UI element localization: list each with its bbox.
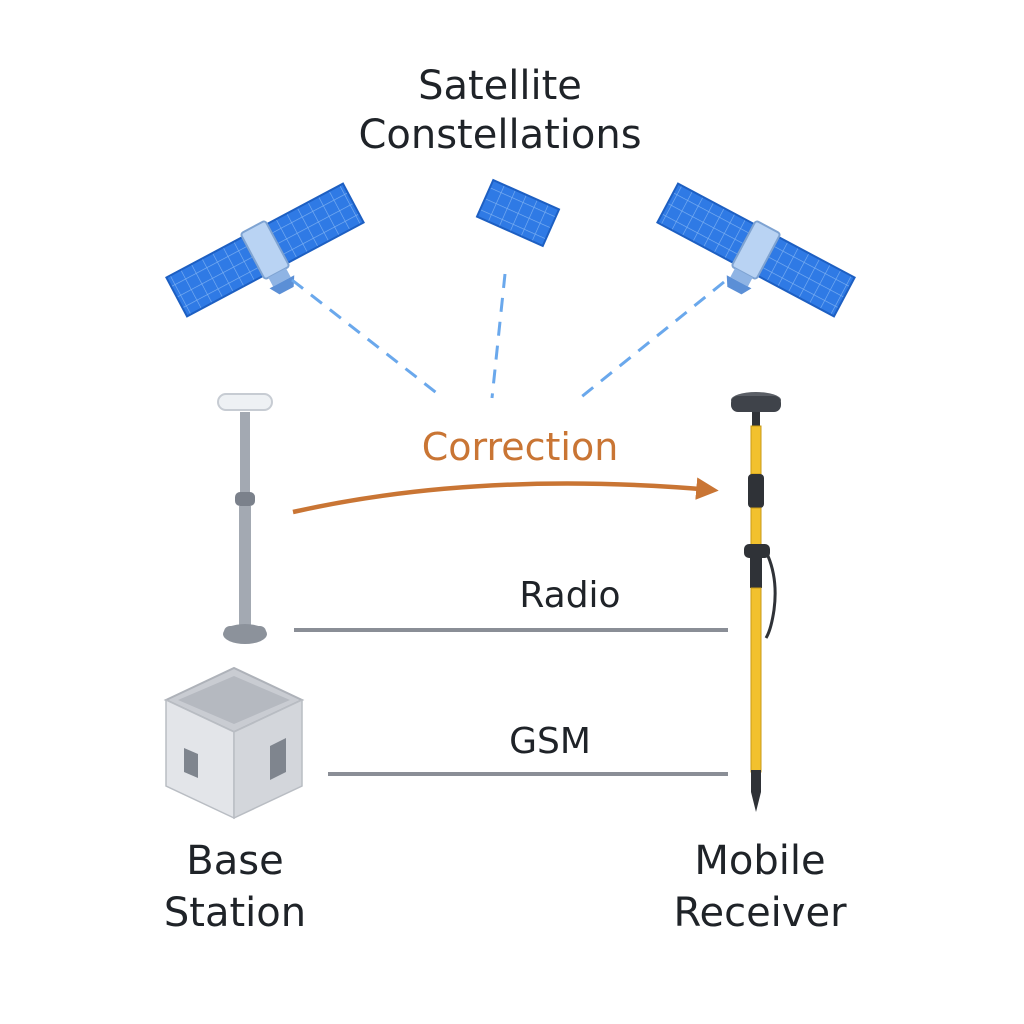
title-line-1: Satellite: [418, 63, 582, 109]
satellite-signals: [291, 273, 725, 400]
satellite-right-icon: [656, 182, 856, 318]
base-station-line-1: Base: [186, 838, 284, 884]
gsm-label: GSM: [509, 721, 591, 762]
correction-label: Correction: [421, 425, 619, 469]
mobile-receiver-line-1: Mobile: [694, 838, 826, 884]
signal-line-left: [291, 278, 439, 396]
radio-label: Radio: [519, 575, 621, 616]
satellite-middle-icon: [475, 178, 561, 248]
satellite-constellations-title: Satellite Constellations: [300, 62, 700, 160]
signal-line-middle: [490, 273, 507, 399]
correction-arrow: [292, 477, 719, 515]
satellite-left-icon: [165, 182, 365, 318]
mobile-receiver-pole-icon: [731, 392, 781, 812]
base-station-line-2: Station: [163, 890, 307, 936]
mobile-receiver-line-2: Receiver: [673, 890, 847, 936]
base-antenna-icon: [217, 393, 273, 644]
title-line-2: Constellations: [358, 111, 642, 158]
signal-line-right: [579, 280, 725, 400]
mobile-receiver-label: Mobile Receiver: [640, 835, 880, 939]
base-building-icon: [163, 666, 305, 820]
base-station-label: Base Station: [120, 835, 350, 939]
